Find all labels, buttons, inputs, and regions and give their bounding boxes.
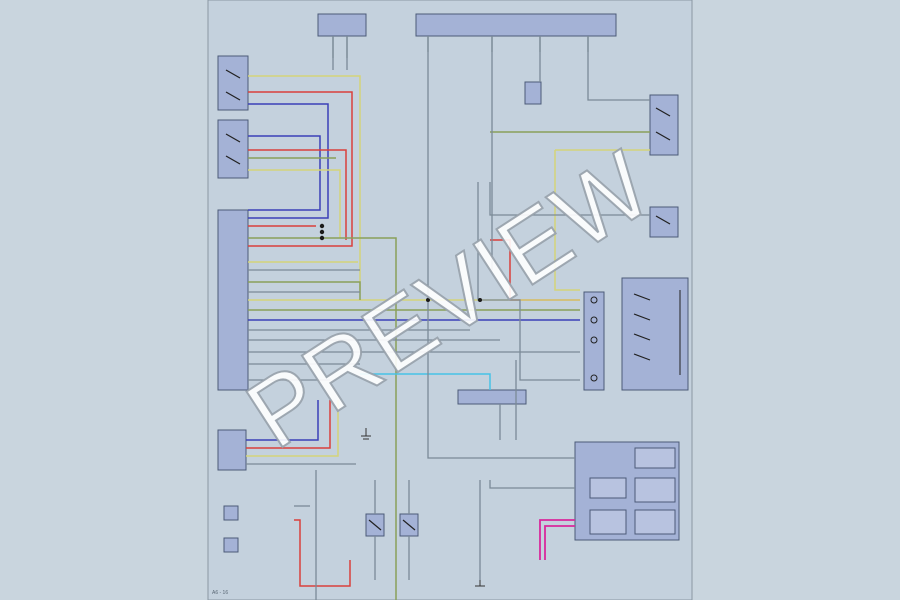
clutch-switch	[399, 513, 419, 537]
wires-yellow	[246, 75, 650, 457]
fuse-block-main	[415, 13, 617, 52]
control-module-tall	[217, 209, 249, 391]
actuator-block	[457, 389, 527, 405]
wires-blue	[246, 103, 580, 441]
sensor-lower-left-2	[223, 537, 239, 553]
combination-meter	[574, 441, 680, 541]
neutral-switch	[365, 513, 385, 537]
fuse-block-left	[317, 13, 367, 58]
clockspring-connector	[583, 291, 605, 391]
relay-small	[524, 81, 542, 105]
ground-symbols	[361, 428, 485, 587]
wires-red	[246, 91, 580, 587]
splice-junctions	[319, 223, 482, 302]
switch-right-middle	[649, 206, 679, 238]
control-unit-bottom-left	[217, 429, 247, 471]
page-number: A6 - 16	[212, 590, 229, 596]
switch-upper-right	[649, 94, 679, 156]
wires-gray	[246, 52, 650, 600]
wires-green	[248, 131, 650, 600]
cruise-switch-assembly	[621, 277, 689, 391]
sensor-lower-left-1	[223, 505, 239, 521]
switch-upper-left	[217, 55, 249, 111]
wire-pink	[539, 519, 575, 560]
switch-middle-left	[217, 119, 249, 179]
wire-lightblue	[360, 373, 491, 390]
